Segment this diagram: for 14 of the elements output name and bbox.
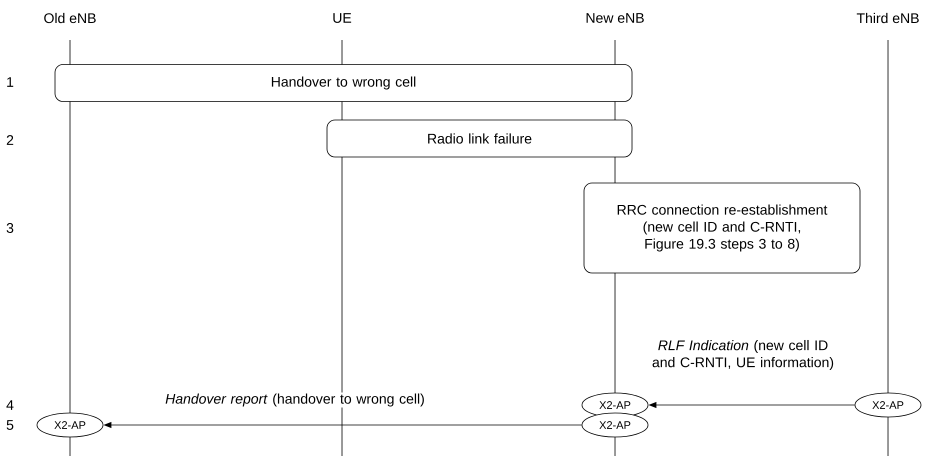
step-number: 5 (6, 420, 14, 430)
step-box: RRC connection re-establishment (new cell ID and C-RNTI, Figure 19.3 steps 3 to 8) (584, 182, 860, 274)
message-label: RLF Indication (new cell ID and C-RNTI, UE information) (652, 340, 834, 370)
step-box: Radio link failure (326, 120, 632, 158)
entity-label: UE (333, 13, 352, 23)
entity-label: Third eNB (856, 12, 919, 24)
step-box: Handover to wrong cell (54, 64, 632, 102)
step-number: 3 (6, 223, 14, 233)
entity-label: New eNB (586, 13, 644, 23)
step-number: 1 (7, 77, 14, 87)
step-number: 2 (6, 135, 14, 145)
message-label: Handover report (handover to wrong cell) (166, 393, 424, 407)
step-number: 4 (6, 400, 14, 410)
entity-label: Old eNB (44, 12, 96, 24)
